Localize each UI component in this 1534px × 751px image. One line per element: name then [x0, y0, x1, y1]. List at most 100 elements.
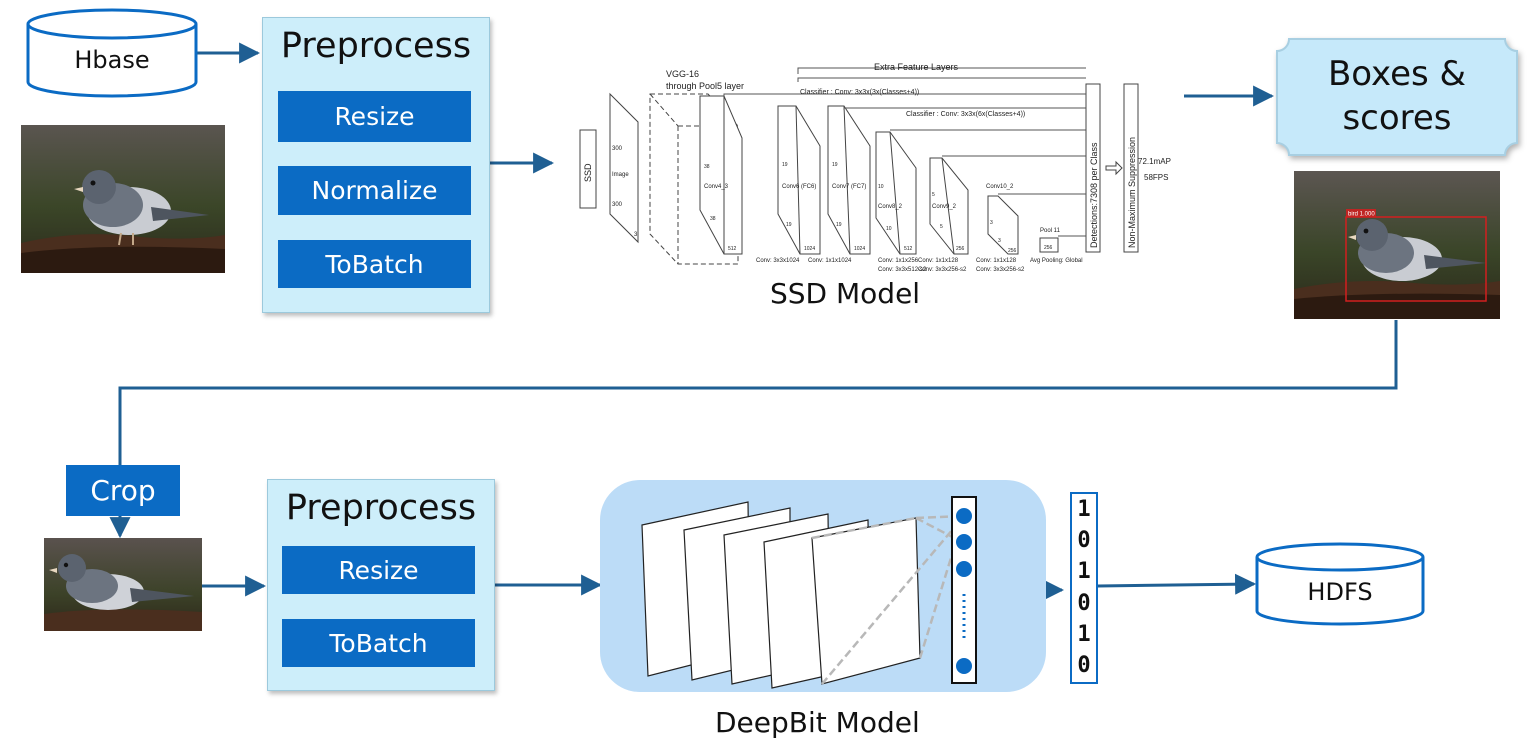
hdfs-database: HDFS	[1255, 542, 1425, 626]
crop-step: Crop	[66, 465, 180, 516]
preprocess-panel-top: Preprocess Resize Normalize ToBatch	[262, 17, 490, 313]
deepbit-model-caption: DeepBit Model	[715, 706, 920, 739]
vgg-label-line2: through Pool5 layer	[666, 81, 744, 91]
binary-code-vector: 1 0 1 0 1 0	[1070, 492, 1098, 684]
svg-text:Conv: 1x1x256: Conv: 1x1x256	[878, 258, 919, 264]
svg-text:19: 19	[786, 222, 792, 228]
svg-text:38: 38	[704, 164, 710, 170]
detections-box	[1085, 83, 1101, 253]
database-icon	[1255, 542, 1425, 626]
classifier-label-1: Classifier : Conv: 3x3x(3x(Classes+4))	[800, 89, 919, 96]
svg-text:512: 512	[904, 246, 913, 252]
feature-map-5	[811, 517, 921, 685]
ssd-architecture-figure: SSD Extra Feature Layers VGG-16 through …	[579, 62, 1171, 273]
bit-2: 0	[1077, 527, 1091, 553]
nms-box	[1123, 83, 1139, 253]
output-layer-bar	[951, 496, 977, 684]
bit-1: 1	[1077, 496, 1091, 522]
svg-text:1024: 1024	[804, 246, 815, 252]
arrow-bits-to-hdfs	[1097, 573, 1257, 595]
conv4-3-block	[699, 95, 743, 255]
image-dim-1: 300	[612, 146, 623, 152]
conv4-3-name: Conv4_3	[704, 184, 729, 190]
vgg-dashed-block	[649, 93, 739, 265]
neuron-last	[956, 658, 972, 674]
input-bird-photo	[21, 125, 225, 273]
detection-tag: bird 1.000	[1348, 212, 1375, 218]
image-dim-3: 3	[634, 232, 638, 238]
arrow-detection-to-crop	[109, 320, 1398, 539]
svg-text:19: 19	[836, 222, 842, 228]
boxes-label-line2: scores	[1342, 98, 1452, 138]
svg-text:10: 10	[886, 226, 892, 232]
vgg-label-line1: VGG-16	[666, 69, 699, 79]
bit-4: 0	[1077, 590, 1091, 616]
nms-label: Non-Maximum Suppression	[1127, 137, 1137, 248]
svg-text:3: 3	[998, 238, 1001, 244]
conv-operation-labels: Conv: 3x3x1024 Conv: 1x1x1024 Conv: 1x1x…	[756, 258, 1083, 273]
tobatch-step: ToBatch	[278, 240, 471, 288]
classifier-label-2: Classifier : Conv: 3x3x(6x(Classes+4))	[906, 111, 1025, 118]
tobatch-step-bottom: ToBatch	[282, 619, 475, 667]
neuron-3	[956, 561, 972, 577]
pool11-block	[1039, 237, 1059, 253]
svg-text:1024: 1024	[854, 246, 865, 252]
conv10-2-block	[987, 195, 1019, 255]
image-label: Image	[612, 172, 629, 178]
svg-text:Conv: 3x3x256-s2: Conv: 3x3x256-s2	[976, 267, 1025, 273]
svg-text:10: 10	[878, 184, 884, 190]
svg-text:5: 5	[940, 224, 943, 230]
conv8-2-block	[875, 131, 917, 255]
svg-text:Conv: 3x3x1024: Conv: 3x3x1024	[756, 258, 800, 264]
ssd-side-box	[579, 129, 597, 209]
input-image-slab	[609, 92, 639, 244]
svg-text:256: 256	[1008, 248, 1017, 254]
svg-text:19: 19	[832, 162, 838, 168]
conv8-2-name: Conv8_2	[878, 204, 903, 210]
svg-text:Avg Pooling: Global: Avg Pooling: Global	[1030, 258, 1083, 264]
svg-text:Conv: 3x3x512-s2: Conv: 3x3x512-s2	[878, 267, 927, 273]
svg-text:256: 256	[1044, 245, 1053, 251]
ssd-model-caption: SSD Model	[770, 277, 921, 310]
svg-text:5: 5	[932, 192, 935, 198]
bit-3: 1	[1077, 559, 1091, 585]
svg-text:Conv: 3x3x256-s2: Conv: 3x3x256-s2	[918, 267, 967, 273]
neuron-1	[956, 508, 972, 524]
bit-5: 1	[1077, 621, 1091, 647]
svg-text:3: 3	[990, 220, 993, 226]
extra-layers-label: Extra Feature Layers	[874, 62, 959, 72]
boxes-scores-shape: Boxes & scores	[1275, 37, 1519, 157]
conv9-2-name: Conv9_2	[932, 204, 957, 210]
layer-dimension-labels: 38 38 512 19 19 1024 19 19 1024 10 10 51…	[704, 162, 1053, 254]
svg-text:19: 19	[782, 162, 788, 168]
hbase-label: Hbase	[74, 46, 150, 74]
detections-label: Detections:7308 per Class	[1089, 142, 1099, 248]
ticket-shape-icon	[1276, 38, 1518, 156]
svg-text:Conv: 1x1x1024: Conv: 1x1x1024	[808, 258, 852, 264]
database-icon	[26, 8, 198, 98]
boxes-label-line1: Boxes &	[1327, 54, 1467, 94]
hbase-database: Hbase	[26, 8, 198, 98]
svg-text:38: 38	[710, 216, 716, 222]
normalize-step: Normalize	[278, 166, 471, 215]
ssd-side-label: SSD	[583, 163, 593, 182]
svg-text:Conv: 1x1x128: Conv: 1x1x128	[976, 258, 1017, 264]
conv10-2-name: Conv10_2	[986, 184, 1014, 190]
svg-text:256: 256	[956, 246, 965, 252]
preprocess-title: Preprocess	[280, 26, 472, 66]
deepbit-network-figure	[641, 496, 977, 689]
bit-6: 0	[1077, 653, 1091, 679]
conv7-name: Conv7 (FC7)	[832, 184, 866, 190]
neuron-2	[956, 534, 972, 550]
pool11-name: Pool 11	[1040, 228, 1061, 234]
resize-step-bottom: Resize	[282, 546, 475, 594]
cropped-bird-photo	[44, 538, 202, 631]
hdfs-label: HDFS	[1307, 578, 1373, 606]
svg-text:512: 512	[728, 246, 737, 252]
preprocess-title-bottom: Preprocess	[285, 488, 477, 528]
map-metric: 72.1mAP	[1138, 157, 1171, 166]
fps-metric: 58FPS	[1144, 173, 1168, 182]
svg-text:Conv: 1x1x128: Conv: 1x1x128	[918, 258, 959, 264]
resize-step: Resize	[278, 91, 471, 142]
image-dim-2: 300	[612, 202, 623, 208]
